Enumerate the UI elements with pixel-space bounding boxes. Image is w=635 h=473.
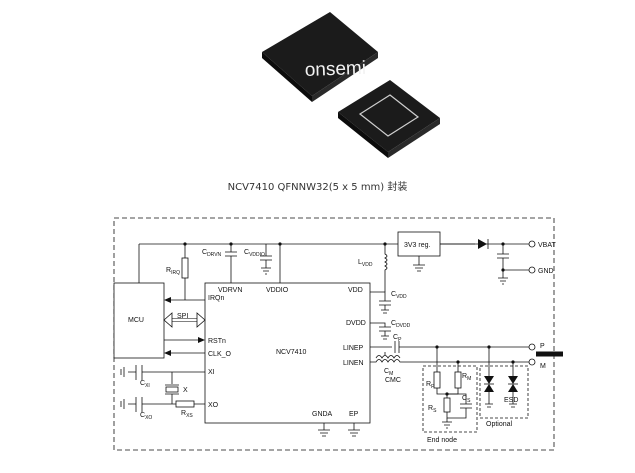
regulator-label: 3V3 reg. (404, 242, 431, 249)
cxo-label: CXO (140, 412, 152, 421)
m-label: M (540, 363, 546, 370)
rm-resistor (454, 371, 462, 389)
regulator-box (397, 231, 441, 257)
pin-linep: LINEP (343, 345, 364, 352)
esd-diode-p (484, 376, 494, 384)
m-connector (528, 358, 536, 366)
package-image: onsemi (262, 12, 440, 158)
package-caption: NCV7410 QFNNW32(5 x 5 mm) 封装 (227, 182, 408, 193)
supply-diode (478, 239, 487, 249)
mcu-block (113, 282, 165, 359)
pin-vdrvn: VDRVN (218, 287, 242, 294)
ic-name-label: NCV7410 (276, 349, 306, 356)
esd-diode-m (508, 376, 518, 384)
pin-xo: XO (208, 402, 219, 409)
ncv7410-block (204, 282, 371, 424)
lvdd-label: LVDD (358, 259, 373, 268)
pin-vdd: VDD (348, 287, 363, 294)
cdrvn-label: CDRVN (202, 249, 222, 258)
cvdd-label: CVDD (391, 291, 407, 300)
rirq-resistor (181, 257, 189, 279)
rxs-resistor (175, 400, 195, 408)
rs-label: RS (428, 405, 437, 414)
end-node-label: End node (427, 437, 457, 444)
chip-top-view: onsemi (262, 12, 378, 102)
crystal (165, 386, 179, 393)
cxi-label: CXI (140, 380, 150, 389)
pin-ep: EP (349, 411, 359, 418)
pin-dvdd: DVDD (346, 320, 366, 327)
pin-linen: LINEN (343, 360, 364, 367)
pin-xi: XI (208, 369, 215, 376)
cp-label: CP (393, 334, 402, 343)
rxs-label: RXS (181, 410, 193, 419)
optional-label: Optional (486, 421, 513, 428)
chip-brand-text: onsemi (304, 58, 366, 81)
esd-label: ESD (504, 397, 518, 404)
vbat-label: VBAT (538, 242, 556, 249)
crystal-label: X (183, 387, 188, 394)
gnd-label: GND (538, 268, 554, 275)
p-label: P (540, 343, 545, 350)
rm-label: RM (462, 373, 471, 382)
pin-gnda: GNDA (312, 411, 333, 418)
end-node-group (422, 365, 478, 433)
pin-irqn: IRQn (208, 295, 224, 302)
cs-label: CS (462, 395, 471, 404)
rp-label: RP (426, 381, 435, 390)
chip-bottom-view (338, 80, 440, 158)
spi-label: SPI (177, 313, 188, 320)
cm-label: CM (384, 368, 393, 377)
cmc-label: CMC (385, 377, 401, 384)
mcu-label: MCU (128, 317, 144, 324)
pin-vddio: VDDIO (266, 287, 289, 294)
gnd-connector (528, 266, 536, 274)
rp-resistor (433, 371, 441, 389)
cvddio-label: CVDDIO (244, 249, 265, 258)
cdvdd-label: CDVDD (391, 320, 411, 329)
p-connector (528, 343, 536, 351)
rirq-label: RIRQ (166, 267, 180, 276)
lvdd-inductor (384, 244, 388, 292)
rs-resistor (443, 397, 451, 413)
vbat-connector (528, 240, 536, 248)
pin-rstn: RSTn (208, 338, 226, 345)
pin-clk-o: CLK_O (208, 351, 232, 358)
